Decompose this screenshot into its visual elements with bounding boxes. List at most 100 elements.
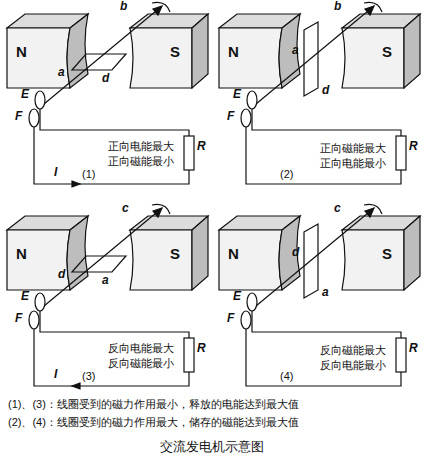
part-label: 正向磁能最小 xyxy=(108,155,174,167)
coil xyxy=(72,54,126,70)
magnet-side xyxy=(192,14,208,88)
part-label: d xyxy=(102,72,109,85)
part-label: F xyxy=(227,110,234,123)
resistor-symbol xyxy=(184,338,194,372)
slip-ring xyxy=(247,91,257,109)
part-label: d xyxy=(58,268,65,281)
current-arrow xyxy=(72,383,80,389)
slip-ring xyxy=(35,91,45,109)
wire xyxy=(246,127,401,184)
shaft xyxy=(44,6,162,104)
part-label: 反向电能最小 xyxy=(320,359,386,371)
part-label: S xyxy=(382,44,392,61)
part-label: (4) xyxy=(280,370,293,382)
rotation-arrow xyxy=(364,2,382,12)
rotation-arrow xyxy=(365,6,374,15)
shaft xyxy=(44,208,162,306)
part-label: I xyxy=(54,368,57,381)
part-label: I xyxy=(54,166,57,179)
part-label: S xyxy=(170,246,180,263)
wire xyxy=(40,109,189,136)
magnet-side xyxy=(404,216,420,290)
part-label: S xyxy=(170,44,180,61)
part-label: d xyxy=(292,246,299,259)
part-label: N xyxy=(16,44,27,61)
s-magnet xyxy=(342,28,404,88)
caption: 交流发电机示意图 xyxy=(160,440,264,454)
part-label: c xyxy=(122,202,129,215)
slip-ring xyxy=(29,109,39,127)
rotation-arrow xyxy=(153,208,162,217)
part-label: F xyxy=(227,312,234,325)
n-magnet xyxy=(7,230,70,290)
generator-panel xyxy=(7,2,208,187)
part-label: R xyxy=(409,140,418,153)
part-label: 反向电能最大 xyxy=(108,342,174,354)
current-arrow xyxy=(72,181,80,187)
slip-ring xyxy=(241,311,251,329)
part-label: N xyxy=(228,44,239,61)
slip-ring xyxy=(29,311,39,329)
coil xyxy=(304,224,318,298)
n-magnet xyxy=(219,28,282,88)
part-label: b xyxy=(334,0,341,13)
part-label: 正向电能最大 xyxy=(108,140,174,152)
wire xyxy=(252,311,401,338)
part-label: N xyxy=(16,246,27,263)
part-label: a xyxy=(102,274,109,287)
wire xyxy=(246,329,401,386)
part-label: 反向磁能最小 xyxy=(108,357,174,369)
rotation-arrow xyxy=(152,204,170,214)
note-text: (1)、(3)：线圈受到的磁力作用最小，释放的电能达到最大值 xyxy=(8,398,299,410)
part-label: (3) xyxy=(82,370,95,382)
wire xyxy=(34,329,189,386)
part-label: (1) xyxy=(82,168,95,180)
s-magnet xyxy=(130,28,192,88)
part-label: c xyxy=(334,202,341,215)
rotation-arrow xyxy=(365,208,374,217)
part-label: F xyxy=(15,110,22,123)
part-label: E xyxy=(21,88,29,101)
shaft xyxy=(256,208,374,306)
wire xyxy=(252,109,401,136)
part-label: (2) xyxy=(280,168,293,180)
resistor-symbol xyxy=(396,338,406,372)
generator-panel xyxy=(219,204,420,386)
rotation-arrow xyxy=(153,6,162,15)
note-text: (2)、(4)：线圈受到的磁力作用最大，储存的磁能达到最大值 xyxy=(8,416,299,428)
magnet-side xyxy=(192,216,208,290)
part-label: R xyxy=(197,342,206,355)
coil xyxy=(304,22,318,96)
part-label: b xyxy=(120,0,127,13)
part-label: R xyxy=(409,342,418,355)
part-label: a xyxy=(292,44,299,57)
rotation-arrow xyxy=(364,204,382,214)
generator-panel xyxy=(7,204,208,389)
part-label: 反向磁能最大 xyxy=(320,344,386,356)
part-label: E xyxy=(21,290,29,303)
part-label: 正向电能最小 xyxy=(320,157,386,169)
rotation-arrow xyxy=(152,2,170,12)
coil xyxy=(72,256,126,272)
part-label: 正向磁能最大 xyxy=(320,142,386,154)
shaft xyxy=(256,6,374,104)
part-label: F xyxy=(15,312,22,325)
s-magnet xyxy=(130,230,192,290)
wire xyxy=(34,127,189,184)
part-label: S xyxy=(382,246,392,263)
resistor-symbol xyxy=(184,136,194,170)
part-label: d xyxy=(322,84,329,97)
n-magnet xyxy=(219,230,282,290)
slip-ring xyxy=(247,293,257,311)
part-label: N xyxy=(228,246,239,263)
wire xyxy=(40,311,189,338)
generator-panel xyxy=(219,2,420,184)
s-magnet xyxy=(342,230,404,290)
part-label: a xyxy=(58,66,65,79)
magnet-side xyxy=(404,14,420,88)
part-label: E xyxy=(233,88,241,101)
part-label: a xyxy=(322,286,329,299)
part-label: E xyxy=(233,290,241,303)
slip-ring xyxy=(35,293,45,311)
slip-ring xyxy=(241,109,251,127)
